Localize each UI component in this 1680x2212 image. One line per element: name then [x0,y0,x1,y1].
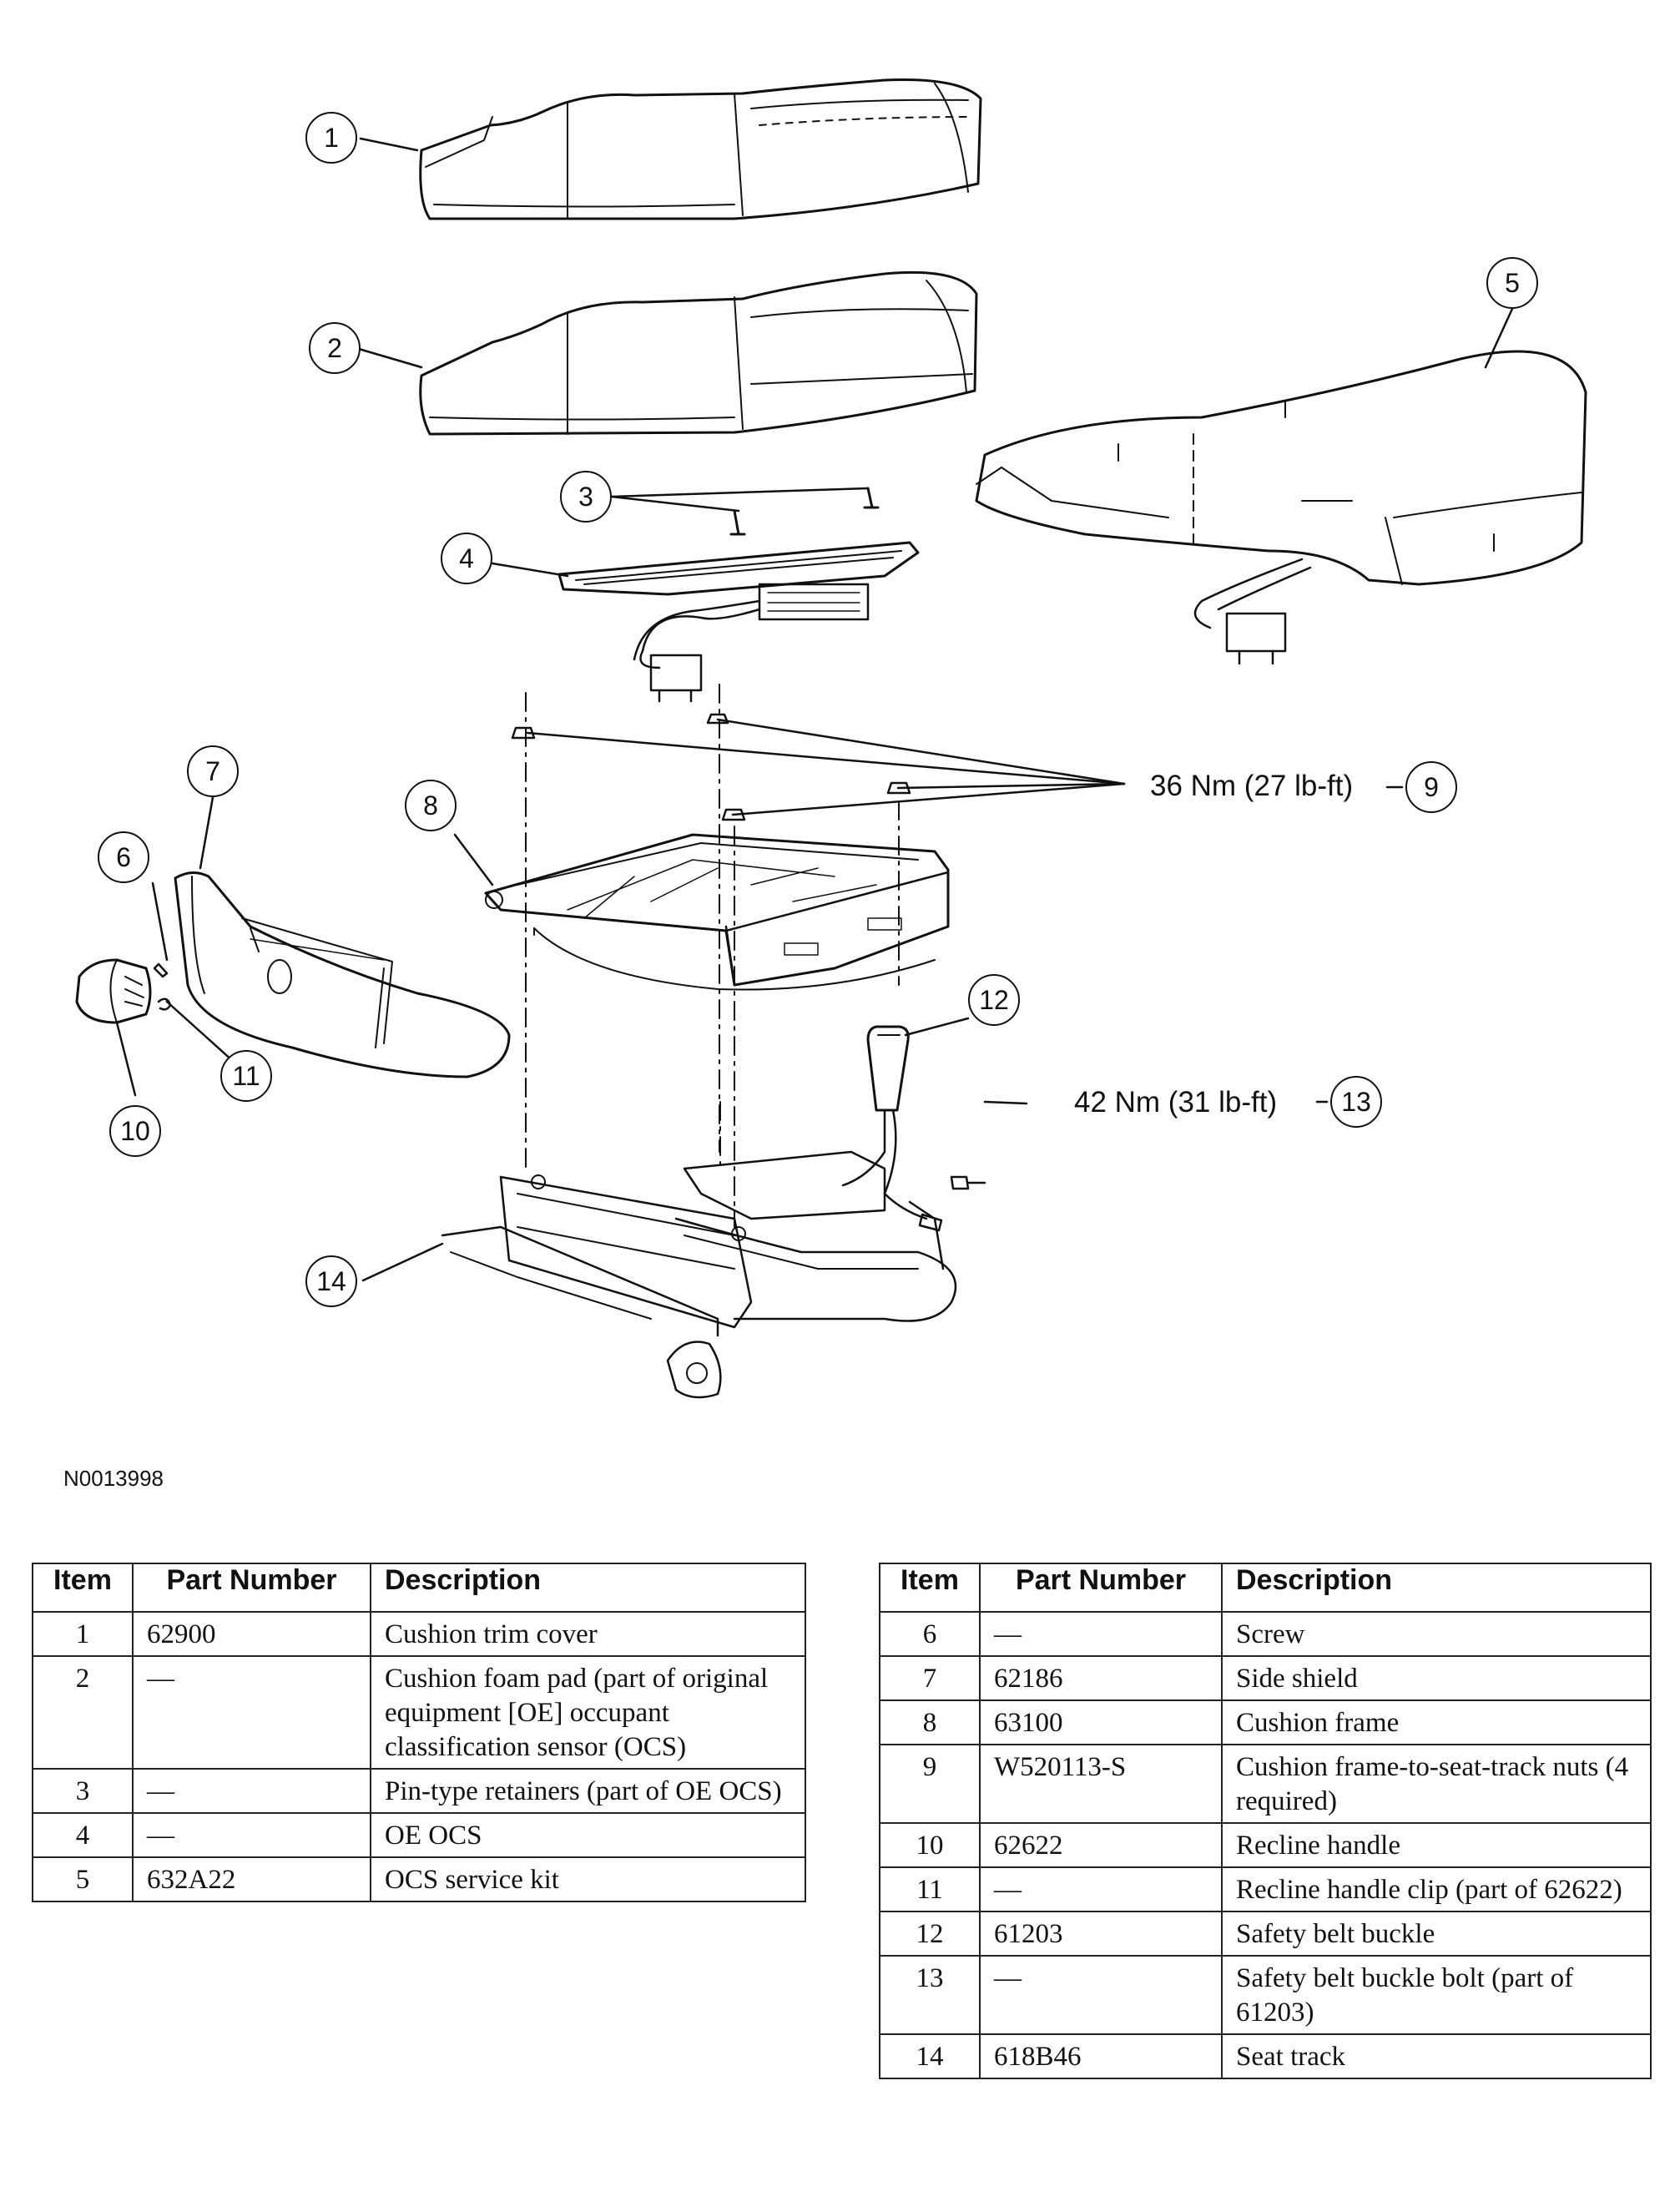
cell-part-number: — [979,1955,1223,2035]
cell-item: 9 [879,1744,981,1824]
part-nuts [511,713,911,821]
cell-item: 6 [879,1611,981,1657]
cell-item: 7 [879,1655,981,1701]
parts-table-left: Item Part Number Description 1 62900 Cus… [32,1563,806,1902]
assembly-center-lines [525,684,900,1228]
callout-14: 14 [305,1255,357,1307]
cell-part-number: W520113-S [979,1744,1223,1824]
part-safety-belt-buckle [841,1025,986,1232]
callout-13: 13 [1330,1076,1382,1128]
figure-id: N0013998 [63,1466,164,1491]
cell-part-number: 62622 [979,1822,1223,1868]
part-cushion-trim-cover [419,78,982,220]
cell-description: Safety belt buckle [1221,1911,1652,1957]
callout-2: 2 [309,322,361,374]
cell-description: Side shield [1221,1655,1652,1701]
column-header-item: Item [32,1563,134,1613]
cell-part-number: 61203 [979,1911,1223,1957]
callout-3: 3 [560,471,612,523]
table-row: 2 — Cushion foam pad (part of original e… [32,1655,806,1770]
table-header-row: Item Part Number Description [879,1563,1652,1613]
table-row: 7 62186 Side shield [879,1655,1652,1701]
table-row: 11 — Recline handle clip (part of 62622) [879,1866,1652,1912]
column-header-part-number: Part Number [132,1563,371,1613]
parts-table-right: Item Part Number Description 6 — Screw 7… [879,1563,1652,2079]
cell-item: 11 [879,1866,981,1912]
callout-12: 12 [968,974,1020,1026]
cell-item: 13 [879,1955,981,2035]
column-header-item: Item [879,1563,981,1613]
diagram-artwork [75,78,1587,1399]
table-header-row: Item Part Number Description [32,1563,806,1613]
cell-description: Cushion trim cover [370,1611,806,1657]
callout-10: 10 [109,1105,161,1157]
leader-lines [115,137,1514,1282]
cell-description: OE OCS [370,1812,806,1858]
cell-item: 3 [32,1768,134,1814]
cell-description: Cushion frame [1221,1699,1652,1745]
cell-item: 12 [879,1911,981,1957]
cell-description: Pin-type retainers (part of OE OCS) [370,1768,806,1814]
table-row: 13 — Safety belt buckle bolt (part of 61… [879,1955,1652,2035]
column-header-description: Description [370,1563,806,1613]
table-row: 8 63100 Cushion frame [879,1699,1652,1745]
cell-part-number: 618B46 [979,2033,1223,2079]
column-header-description: Description [1221,1563,1652,1613]
table-row: 5 632A22 OCS service kit [32,1856,806,1902]
column-header-part-number: Part Number [979,1563,1223,1613]
cell-part-number: 63100 [979,1699,1223,1745]
table-row: 9 W520113-S Cushion frame-to-seat-track … [879,1744,1652,1824]
cell-part-number: — [979,1866,1223,1912]
cell-description: Recline handle [1221,1822,1652,1868]
cell-part-number: 62900 [132,1611,371,1657]
part-ocs-service-kit [975,350,1587,665]
table-row: 10 62622 Recline handle [879,1822,1652,1868]
table-row: 1 62900 Cushion trim cover [32,1611,806,1657]
part-side-shield [174,871,511,1078]
cell-item: 4 [32,1812,134,1858]
cell-item: 1 [32,1611,134,1657]
table-row: 14 618B46 Seat track [879,2033,1652,2079]
cell-description: Seat track [1221,2033,1652,2079]
callout-7: 7 [187,745,239,797]
part-recline-handle [75,958,152,1024]
table-row: 3 — Pin-type retainers (part of OE OCS) [32,1768,806,1814]
cell-item: 14 [879,2033,981,2079]
cell-description: Recline handle clip (part of 62622) [1221,1866,1652,1912]
cell-description: Screw [1221,1611,1652,1657]
callout-8: 8 [405,780,457,831]
callout-1: 1 [305,112,357,164]
cell-part-number: 632A22 [132,1856,371,1902]
cell-item: 8 [879,1699,981,1745]
cell-part-number: 62186 [979,1655,1223,1701]
table-row: 12 61203 Safety belt buckle [879,1911,1652,1957]
callout-5: 5 [1486,257,1538,309]
cell-item: 10 [879,1822,981,1868]
cell-part-number: — [132,1655,371,1770]
cell-description: OCS service kit [370,1856,806,1902]
callout-6: 6 [98,831,149,883]
part-oe-ocs [557,541,920,703]
table-row: 4 — OE OCS [32,1812,806,1858]
cell-part-number: — [979,1611,1223,1657]
cell-description: Cushion foam pad (part of original equip… [370,1655,806,1770]
cell-item: 5 [32,1856,134,1902]
part-cushion-frame [484,833,950,991]
callout-9: 9 [1405,761,1457,813]
cell-item: 2 [32,1655,134,1770]
part-cushion-foam-pad [419,270,978,436]
cell-description: Safety belt buckle bolt (part of 61203) [1221,1955,1652,2035]
part-seat-track [441,1150,957,1399]
cell-part-number: — [132,1768,371,1814]
torque-label-nuts: 36 Nm (27 lb-ft) [1150,770,1354,802]
callout-11: 11 [220,1050,272,1102]
cell-part-number: — [132,1812,371,1858]
table-row: 6 — Screw [879,1611,1652,1657]
cell-description: Cushion frame-to-seat-track nuts (4 requ… [1221,1744,1652,1824]
part-pin-retainers [729,487,880,536]
exploded-seat-diagram: 1 2 3 4 5 6 7 8 9 10 11 12 13 14 36 Nm (… [75,78,1587,1399]
torque-label-buckle-bolt: 42 Nm (31 lb-ft) [1074,1086,1278,1119]
callout-4: 4 [441,533,492,584]
